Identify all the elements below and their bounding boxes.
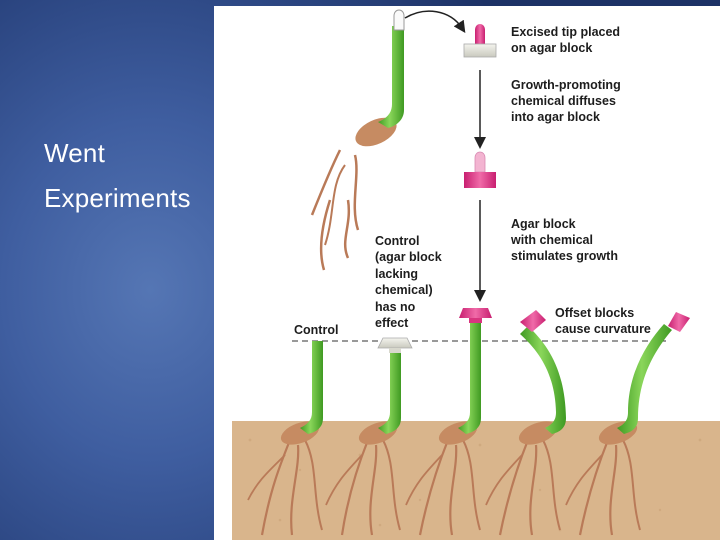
label-control-block-line5: has no (375, 300, 416, 314)
label-control-block-line4: chemical) (375, 283, 433, 297)
label-control-block-line3: lacking (375, 267, 418, 281)
excised-tip-icon (394, 10, 404, 30)
label-diffuse-line3: into agar block (511, 110, 600, 124)
label-control-block-line6: effect (375, 316, 409, 330)
slide-title: Went Experiments (44, 131, 191, 221)
label-offset-line1: Offset blocks (555, 306, 634, 320)
slide-title-line2: Experiments (44, 176, 191, 221)
label-stimulate-line1: Agar block (511, 217, 576, 231)
label-diffuse-line2: chemical diffuses (511, 94, 616, 108)
label-excised-line2: on agar block (511, 41, 592, 55)
label-diffuse-line1: Growth-promoting (511, 78, 621, 92)
curved-transfer-arrow (405, 11, 462, 28)
tip-on-plain-agar-block (464, 24, 496, 57)
label-control-block-line1: Control (375, 234, 419, 248)
label-excised-line1: Excised tip placed (511, 25, 620, 39)
went-experiment-figure: Excised tip placed on agar block Growth-… (214, 6, 720, 540)
tip-on-chemical-agar-block (464, 152, 496, 188)
label-control-block-line2: (agar block (375, 250, 442, 264)
label-stimulate-line3: stimulates growth (511, 249, 618, 263)
label-offset-line2: cause curvature (555, 322, 651, 336)
label-control: Control (294, 323, 338, 337)
slide-title-line1: Went (44, 131, 191, 176)
label-stimulate-line2: with chemical (510, 233, 593, 247)
